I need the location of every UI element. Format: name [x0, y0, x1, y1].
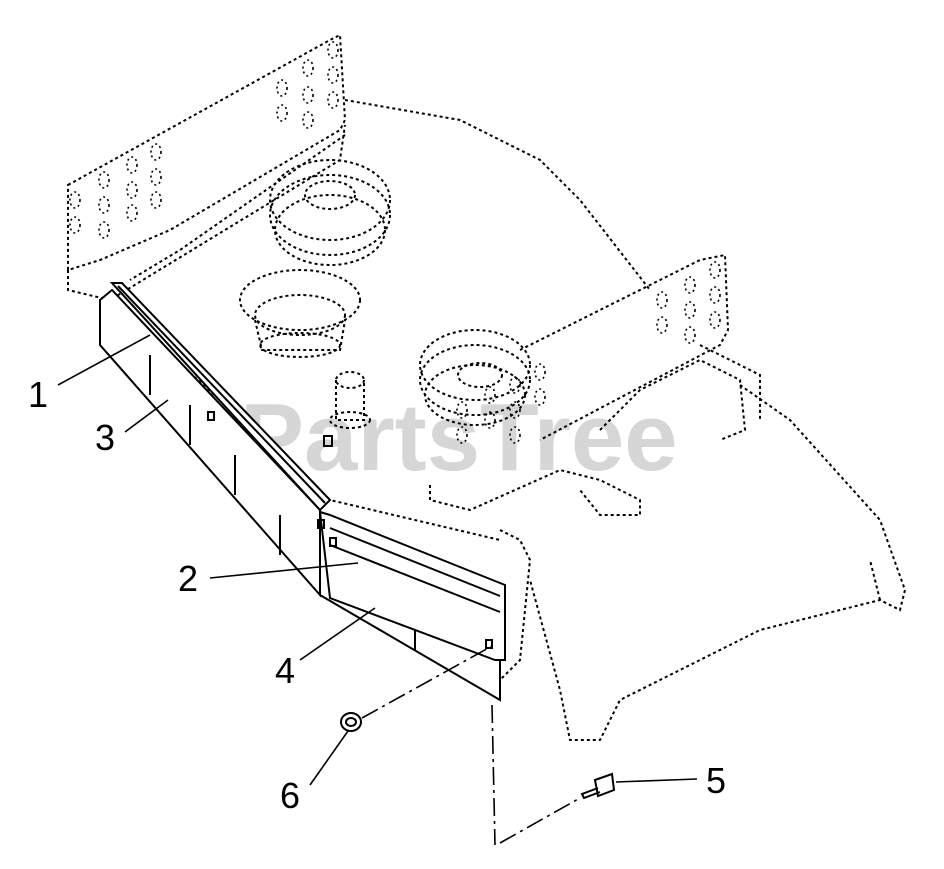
callout-1: 1: [28, 374, 48, 415]
assembly-axis-nut: [361, 645, 493, 719]
part-2-right-strip: [317, 510, 506, 661]
front-pulley-outline: [419, 329, 531, 426]
callout-4: 4: [275, 650, 295, 691]
rear-pulley-outline: [269, 159, 391, 266]
leader-6: [309, 730, 349, 786]
assembly-axis-bolt: [499, 797, 581, 844]
watermark-text: PartsTree: [240, 384, 678, 491]
callout-2: 2: [178, 558, 198, 599]
leader-3: [124, 399, 169, 433]
callout-5: 5: [706, 760, 726, 801]
leader-5: [615, 778, 698, 783]
leader-2: [209, 562, 359, 579]
assembly-axis-vertical: [491, 704, 496, 846]
part-5-bolt: [580, 772, 616, 800]
middle-pulley-outline: [239, 269, 361, 358]
mower-deck-outline: [67, 33, 907, 741]
callout-3: 3: [95, 417, 115, 458]
part-6-nut: [340, 712, 362, 732]
part-1-left-strip: [109, 282, 333, 512]
callout-6: 6: [280, 775, 300, 816]
leader-4: [299, 607, 376, 661]
leader-1: [57, 334, 151, 386]
spindle-outline: [329, 371, 371, 429]
